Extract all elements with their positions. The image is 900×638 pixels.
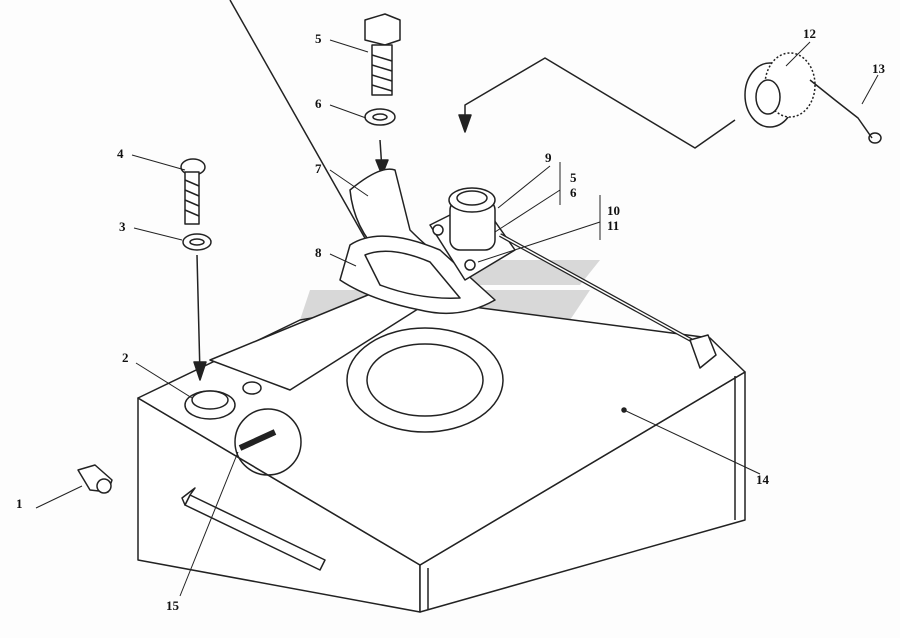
callout-2: 2 [122,350,129,365]
wire-terminal [689,334,717,369]
filler-neck [184,381,262,420]
cap-pointer-line [464,57,736,149]
lock-washer [182,233,212,251]
drain-plug [77,464,113,494]
cap-chain [809,79,882,144]
callout-10: 10 [607,203,620,218]
filler-cap [744,52,816,128]
callout-15: 15 [166,598,179,613]
sender-mounting-ring [346,327,504,433]
callout-5: 5 [315,31,322,46]
assembly-arrow [196,254,201,376]
callout-6-sender: 6 [570,185,577,200]
spring-washer [364,108,396,126]
screw [180,158,206,225]
leader-lines [35,39,879,597]
gasket [339,235,496,315]
fuel-tank [137,0,746,613]
bolt [364,13,401,96]
callout-3: 3 [119,219,126,234]
callout-8: 8 [315,245,322,260]
callout-5-sender: 5 [570,170,577,185]
vent-pin-detail [234,408,302,476]
callout-1: 1 [16,496,23,511]
fuel-sender-unit [429,187,516,281]
callout-9: 9 [545,150,552,165]
callout-7: 7 [315,161,322,176]
callout-14: 14 [756,472,769,487]
callout-11: 11 [607,218,620,233]
callout-13: 13 [872,61,885,76]
callout-12: 12 [803,26,816,41]
callout-4: 4 [117,146,124,161]
callout-6: 6 [315,96,322,111]
